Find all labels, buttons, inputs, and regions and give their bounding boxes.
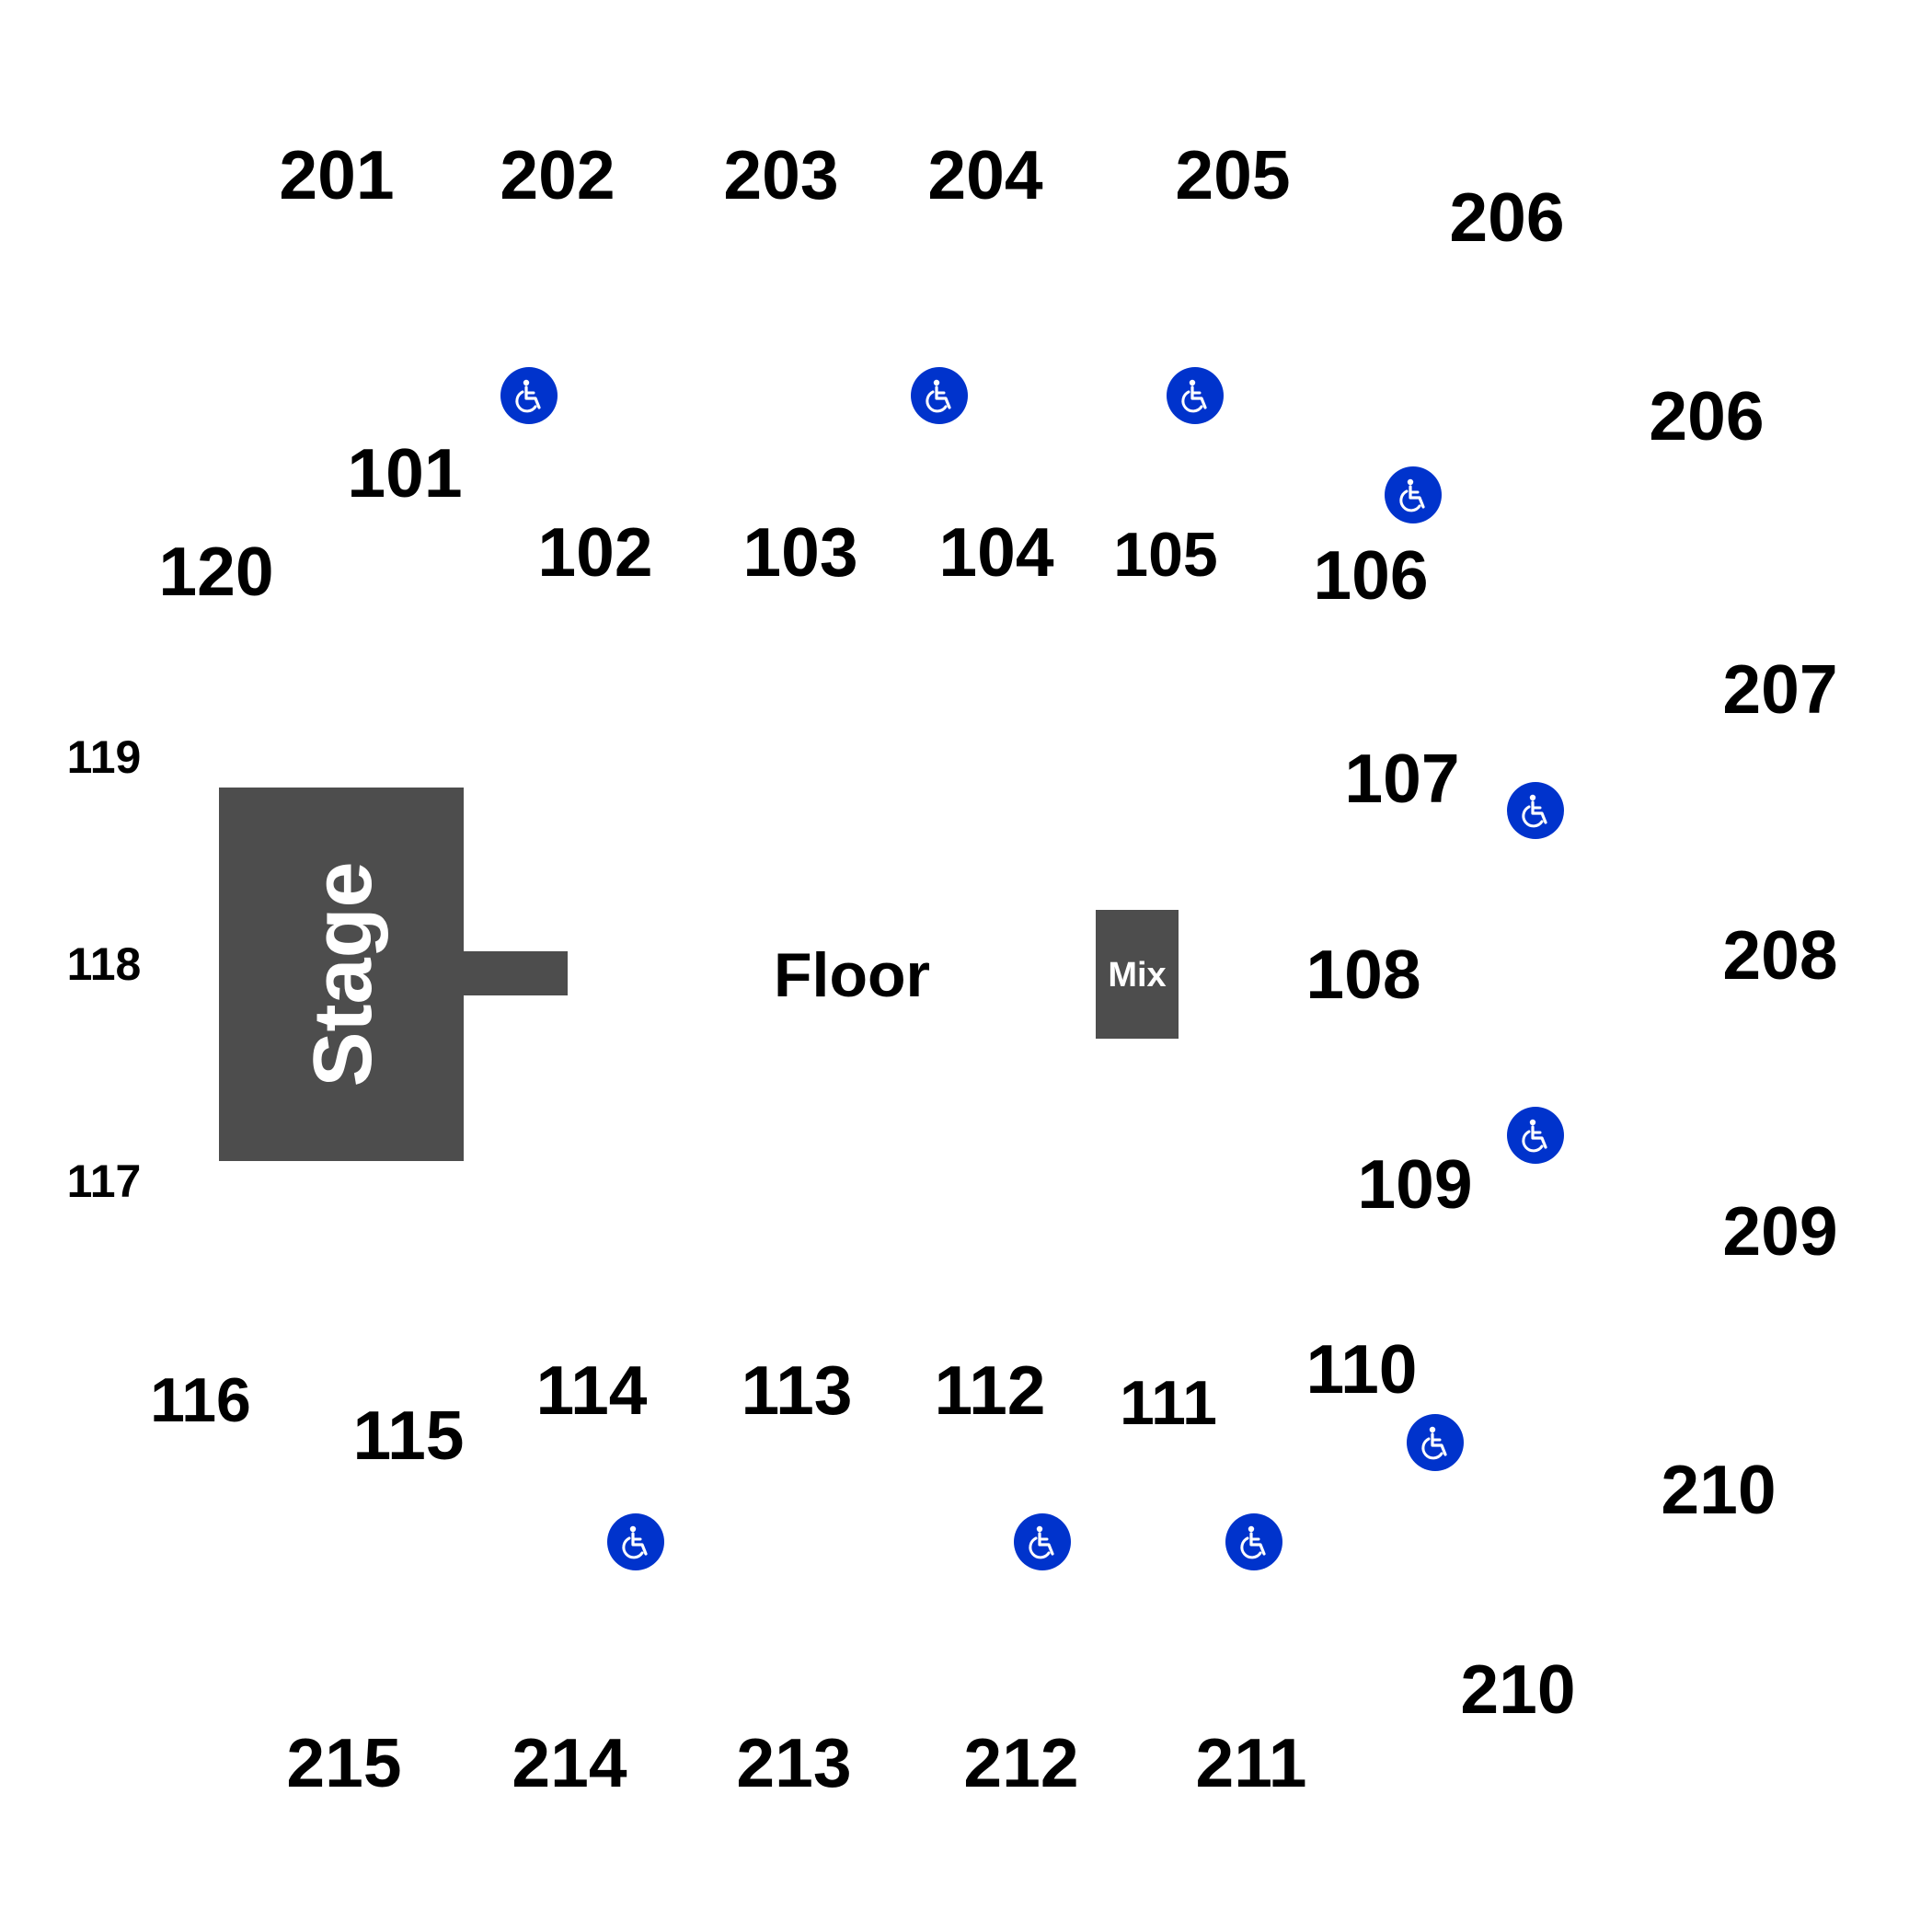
section-110[interactable]: 110 xyxy=(1306,1330,1418,1408)
section-111[interactable]: 111 xyxy=(1120,1368,1217,1438)
section-117[interactable]: 117 xyxy=(67,1156,142,1207)
section-105[interactable]: 105 xyxy=(1113,520,1217,590)
section-203[interactable]: 203 xyxy=(723,136,838,213)
section-107[interactable]: 107 xyxy=(1344,740,1459,817)
floor-label[interactable]: Floor xyxy=(774,940,930,1010)
section-109[interactable]: 109 xyxy=(1357,1145,1472,1223)
section-106[interactable]: 106 xyxy=(1313,536,1428,614)
section-214[interactable]: 214 xyxy=(512,1724,627,1801)
section-207[interactable]: 207 xyxy=(1722,650,1837,728)
mix-position: Mix xyxy=(1096,910,1179,1039)
section-206-upper[interactable]: 206 xyxy=(1449,178,1564,256)
section-112[interactable]: 112 xyxy=(935,1351,1046,1429)
wheelchair-accessible-icon xyxy=(500,367,558,424)
section-115[interactable]: 115 xyxy=(353,1397,465,1474)
wheelchair-accessible-icon xyxy=(1167,367,1224,424)
section-206-lower[interactable]: 206 xyxy=(1649,377,1764,454)
section-209[interactable]: 209 xyxy=(1722,1192,1837,1270)
section-113[interactable]: 113 xyxy=(742,1351,853,1429)
section-202[interactable]: 202 xyxy=(500,136,615,213)
section-210-upper[interactable]: 210 xyxy=(1661,1451,1776,1528)
stage[interactable]: Stage xyxy=(219,788,568,1161)
wheelchair-accessible-icon xyxy=(1407,1414,1464,1471)
wheelchair-accessible-icon xyxy=(1385,466,1442,523)
section-201[interactable]: 201 xyxy=(279,136,394,213)
section-119[interactable]: 119 xyxy=(67,731,142,783)
section-108[interactable]: 108 xyxy=(1305,936,1420,1013)
section-104[interactable]: 104 xyxy=(938,513,1053,591)
section-103[interactable]: 103 xyxy=(742,513,857,591)
stage-thrust xyxy=(463,951,568,995)
wheelchair-accessible-icon xyxy=(1507,782,1564,839)
section-215[interactable]: 215 xyxy=(286,1724,401,1801)
mix-label: Mix xyxy=(1108,956,1166,995)
section-204[interactable]: 204 xyxy=(927,136,1042,213)
stage-block xyxy=(219,788,464,1161)
section-120[interactable]: 120 xyxy=(158,533,273,610)
wheelchair-accessible-icon xyxy=(1225,1513,1282,1570)
section-210-lower[interactable]: 210 xyxy=(1460,1650,1575,1728)
mix-block xyxy=(1096,910,1179,1039)
wheelchair-accessible-icon xyxy=(911,367,968,424)
section-101[interactable]: 101 xyxy=(347,434,462,512)
section-211[interactable]: 211 xyxy=(1196,1724,1307,1801)
section-205[interactable]: 205 xyxy=(1175,136,1290,213)
stage-label: Stage xyxy=(297,861,389,1087)
section-102[interactable]: 102 xyxy=(537,513,652,591)
section-116[interactable]: 116 xyxy=(150,1365,251,1435)
wheelchair-accessible-icon xyxy=(607,1513,664,1570)
section-213[interactable]: 213 xyxy=(736,1724,851,1801)
section-212[interactable]: 212 xyxy=(963,1724,1078,1801)
wheelchair-accessible-icon xyxy=(1014,1513,1071,1570)
wheelchair-accessible-icon xyxy=(1507,1107,1564,1164)
section-118[interactable]: 118 xyxy=(67,938,142,990)
section-208[interactable]: 208 xyxy=(1722,916,1837,994)
section-114[interactable]: 114 xyxy=(536,1351,648,1429)
